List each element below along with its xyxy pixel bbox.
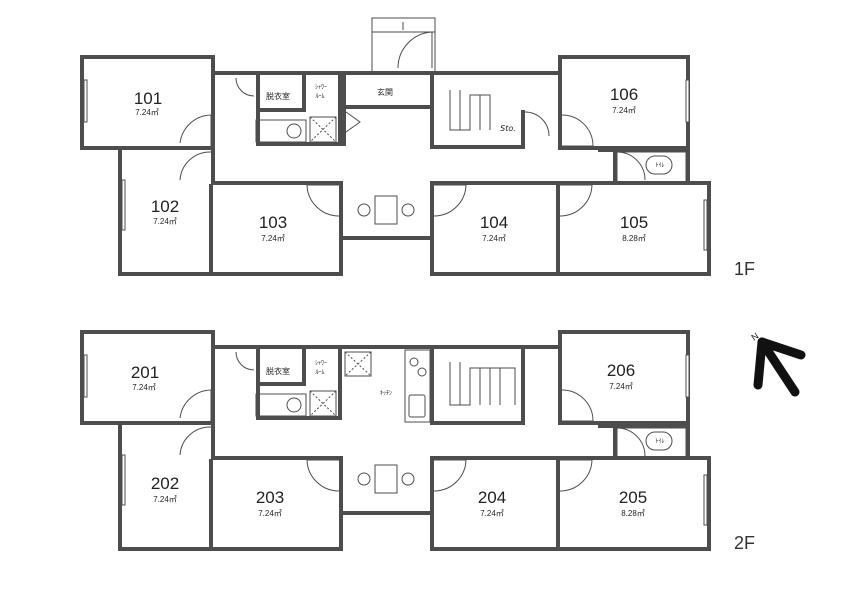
room-101-area: 7.24㎡	[135, 108, 159, 117]
room-206-area: 7.24㎡	[609, 382, 633, 391]
room-201-area: 7.24㎡	[132, 383, 156, 392]
floor-2: 201 7.24㎡ 202 7.24㎡ 203 7.24㎡ 204 7.24㎡ …	[80, 330, 755, 553]
room-203-number: 203	[256, 488, 284, 507]
room-204-number: 204	[478, 488, 506, 507]
room-205-number: 205	[619, 488, 647, 507]
room-103-number: 103	[259, 213, 287, 232]
room-105-area: 8.28㎡	[622, 234, 646, 243]
room-204-area: 7.24㎡	[480, 509, 504, 518]
room-103-area: 7.24㎡	[261, 234, 285, 243]
room-102-number: 102	[151, 197, 179, 216]
north-arrow-icon: N	[749, 331, 806, 397]
room-205-area: 8.28㎡	[621, 509, 645, 518]
kitchen-label: ｷｯﾁﾝ	[380, 390, 392, 397]
floor-label-1f: 1F	[734, 259, 755, 279]
shower-label-1f-line1: ｼｬﾜｰ	[315, 84, 327, 91]
room-106-number: 106	[610, 85, 638, 104]
north-label: N	[749, 331, 760, 343]
floor-label-2f: 2F	[734, 533, 755, 553]
storage-label: Sto.	[500, 124, 516, 133]
room-104-number: 104	[480, 213, 508, 232]
room-106-area: 7.24㎡	[612, 106, 636, 115]
room-201-number: 201	[131, 363, 159, 382]
toilet-label-2f: ﾄｲﾚ	[655, 438, 664, 445]
room-105-number: 105	[620, 213, 648, 232]
dressing-room-label-2f: 脱衣室	[266, 366, 290, 376]
dressing-room-label-1f: 脱衣室	[266, 91, 290, 101]
room-102-area: 7.24㎡	[153, 217, 177, 226]
room-202-area: 7.24㎡	[153, 495, 177, 504]
room-104-area: 7.24㎡	[482, 234, 506, 243]
shower-label-2f-line2: ﾙｰﾑ	[315, 369, 324, 376]
toilet-label-1f: ﾄｲﾚ	[655, 162, 664, 169]
room-202-number: 202	[151, 474, 179, 493]
shower-label-2f-line1: ｼｬﾜｰ	[315, 360, 327, 367]
shower-label-1f-line2: ﾙｰﾑ	[315, 93, 324, 100]
floor-1: 101 7.24㎡ 102 7.24㎡ 103 7.24㎡ 104 7.24㎡ …	[80, 17, 755, 279]
room-101-number: 101	[134, 89, 162, 108]
entrance-label: 玄関	[377, 87, 393, 97]
room-206-number: 206	[607, 361, 635, 380]
room-203-area: 7.24㎡	[258, 509, 282, 518]
